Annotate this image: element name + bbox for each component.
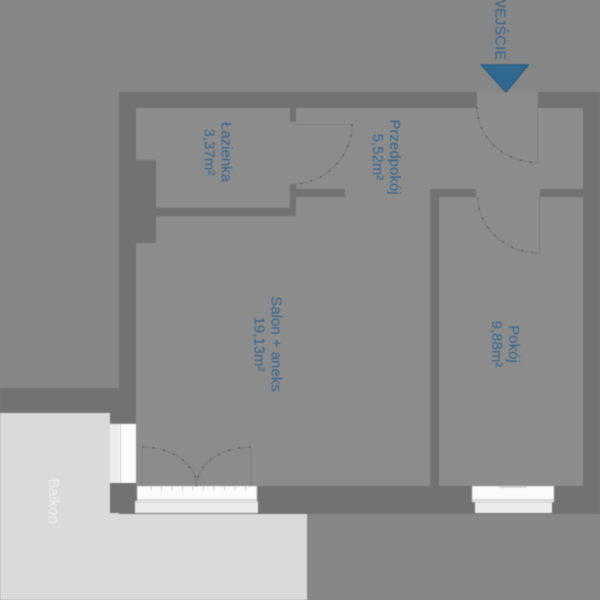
svg-text:WEJŚCIE: WEJŚCIE xyxy=(492,0,510,60)
svg-text:3,37m²: 3,37m² xyxy=(201,129,218,176)
svg-text:Łazienka: Łazienka xyxy=(218,122,235,183)
svg-text:19,13m²: 19,13m² xyxy=(251,316,268,371)
svg-text:Salon + aneks: Salon + aneks xyxy=(268,296,285,392)
svg-text:Balkon: Balkon xyxy=(45,478,62,524)
svg-text:Pokój: Pokój xyxy=(505,325,522,363)
svg-text:5,52m²: 5,52m² xyxy=(369,134,386,181)
svg-text:9,88m²: 9,88m² xyxy=(488,321,505,368)
svg-text:Przedpokój: Przedpokój xyxy=(386,119,403,194)
